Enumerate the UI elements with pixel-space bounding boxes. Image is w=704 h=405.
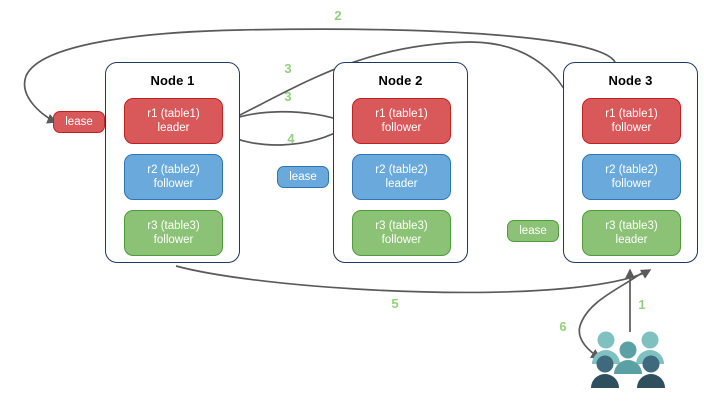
replica-line1: r3 (table3) <box>147 220 200 232</box>
replica-line2: leader <box>157 122 190 134</box>
edge-5-path <box>175 265 652 294</box>
lease-badge-r2[interactable]: lease <box>277 166 329 188</box>
replica-line2: follower <box>153 178 194 190</box>
node-1-title: Node 1 <box>150 73 195 88</box>
replica-n2-r1[interactable]: r1 (table1) follower <box>352 98 451 144</box>
edge-label-4: 4 <box>287 131 295 146</box>
node-3-container[interactable]: Node 3 r1 (table1) follower r2 (table2) … <box>563 62 698 263</box>
replica-line2: follower <box>381 122 422 134</box>
replica-line2: follower <box>611 122 652 134</box>
node-1-container[interactable]: Node 1 r1 (table1) leader r2 (table2) fo… <box>105 62 240 263</box>
replica-n1-r3[interactable]: r3 (table3) follower <box>124 210 223 256</box>
replica-line1: r2 (table2) <box>147 164 200 176</box>
edge-label-3-long: 3 <box>284 61 292 76</box>
replica-n3-r3[interactable]: r3 (table3) leader <box>582 210 681 256</box>
lease-badge-r3[interactable]: lease <box>507 220 559 242</box>
replica-line1: r2 (table2) <box>375 164 428 176</box>
replica-line1: r2 (table2) <box>605 164 658 176</box>
node-2-title: Node 2 <box>378 73 423 88</box>
edge-3-short-path <box>221 110 347 125</box>
replica-line2: follower <box>381 234 422 246</box>
replica-line2: follower <box>611 178 652 190</box>
node-3-title: Node 3 <box>608 73 653 88</box>
edge-label-3-short: 3 <box>284 89 292 104</box>
replica-n1-r1[interactable]: r1 (table1) leader <box>124 98 223 144</box>
edge-label-6: 6 <box>559 319 567 334</box>
replica-n2-r3[interactable]: r3 (table3) follower <box>352 210 451 256</box>
replica-line1: r3 (table3) <box>605 220 658 232</box>
replica-n2-r2[interactable]: r2 (table2) leader <box>352 154 451 200</box>
replica-n1-r2[interactable]: r2 (table2) follower <box>124 154 223 200</box>
replica-line1: r1 (table1) <box>147 108 200 120</box>
replica-n3-r1[interactable]: r1 (table1) follower <box>582 98 681 144</box>
edge-label-5: 5 <box>391 296 399 311</box>
replica-line1: r1 (table1) <box>605 108 658 120</box>
lease-badge-r1[interactable]: lease <box>53 111 105 133</box>
replica-line1: r3 (table3) <box>375 220 428 232</box>
replica-line1: r1 (table1) <box>375 108 428 120</box>
edge-label-2: 2 <box>334 8 342 23</box>
replica-line2: follower <box>153 234 194 246</box>
replica-line2: leader <box>615 234 648 246</box>
lease-label: lease <box>65 116 93 128</box>
node-2-container[interactable]: Node 2 r1 (table1) follower r2 (table2) … <box>333 62 468 263</box>
users-icon <box>591 331 665 388</box>
replica-line2: leader <box>385 178 418 190</box>
edge-label-1: 1 <box>638 297 646 312</box>
lease-label: lease <box>289 171 317 183</box>
replica-n3-r2[interactable]: r2 (table2) follower <box>582 154 681 200</box>
lease-label: lease <box>519 225 547 237</box>
